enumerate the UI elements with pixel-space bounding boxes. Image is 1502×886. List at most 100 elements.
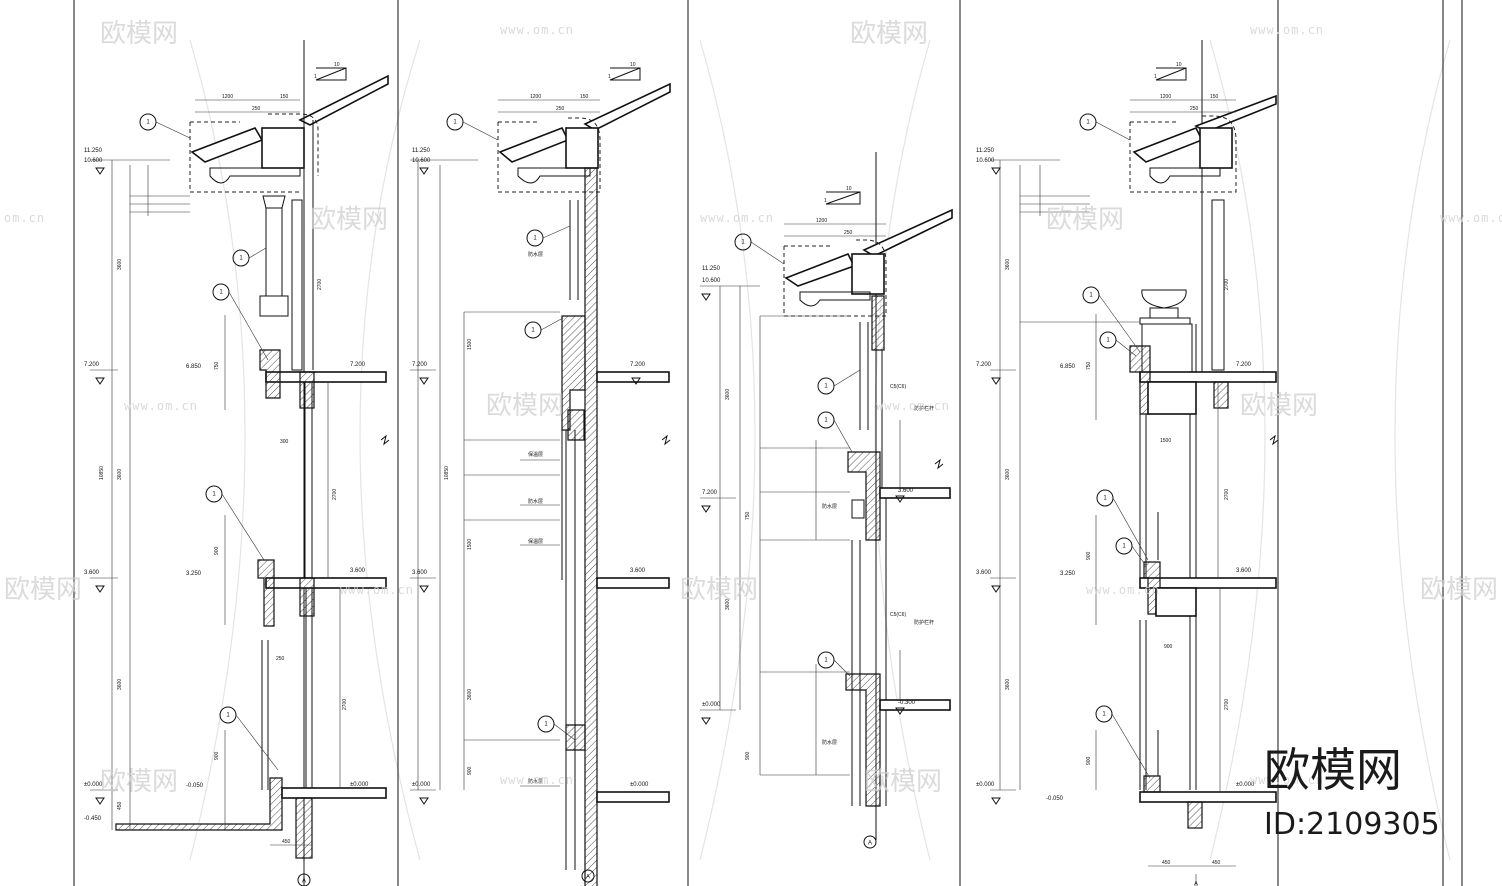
dim-label: 3600: [725, 599, 731, 610]
dim-label: 900: [467, 766, 473, 775]
level-label: -0.450: [84, 816, 102, 822]
level-label: 10.600: [976, 158, 995, 164]
slope-unit: 1: [608, 74, 611, 80]
level-label: 10.600: [412, 158, 431, 164]
dim-label: 2700: [342, 699, 348, 710]
dim-label: 250: [1190, 106, 1199, 112]
watermarks: 欧模网 欧模网 欧模网 欧模网 欧模网 欧模网 欧模网 欧模网 欧模网 欧模网 …: [4, 19, 1502, 842]
dim-label: 2700: [1224, 699, 1230, 710]
dim-label: 450: [1162, 860, 1171, 866]
note-text: 防水层: [528, 251, 543, 258]
note-text: 防护栏杆: [914, 619, 934, 626]
level-label: 7.200: [350, 362, 366, 368]
note-text: C5(C6): [890, 384, 906, 390]
dim-label: 3600: [117, 469, 123, 480]
watermark-brand: 欧模网: [850, 19, 928, 49]
watermark-brand: 欧模网: [310, 205, 388, 235]
watermark-brand: 欧模网: [100, 767, 178, 797]
dim-label: 250: [844, 230, 853, 236]
watermark-url: www.om.cn: [124, 399, 198, 413]
dim-label: 1200: [816, 218, 827, 224]
axis-label: A: [868, 841, 872, 847]
note-text: 防水层: [822, 503, 837, 510]
callout-number: 1: [239, 256, 243, 262]
dim-label: 450: [1212, 860, 1221, 866]
level-label: 3.600: [976, 570, 992, 576]
level-label: ±0.000: [1236, 782, 1255, 788]
callout-number: 1: [1103, 496, 1107, 502]
dim-label: 2700: [1224, 279, 1230, 290]
callout-number: 1: [531, 328, 535, 334]
level-label: 11.250: [412, 148, 431, 154]
callout-number: 1: [1106, 338, 1110, 344]
dim-label: 3600: [117, 679, 123, 690]
level-label: 3.600: [1236, 568, 1252, 574]
callout-number: 1: [212, 492, 216, 498]
dim-label: 1200: [222, 94, 233, 100]
text-labels: 11.250 10.600 7.200 3.600 ±0.000 -0.450 …: [84, 62, 1255, 886]
slope-unit: 1: [824, 198, 827, 204]
dim-label: 300: [280, 439, 289, 445]
section-2: [410, 67, 671, 886]
slope-value: 10: [1176, 62, 1182, 68]
dim-label: 150: [580, 94, 589, 100]
level-label: 3.600: [412, 570, 428, 576]
watermark-brand: 欧模网: [486, 391, 564, 421]
level-label: 7.200: [976, 362, 992, 368]
dim-label: 10850: [444, 466, 450, 480]
dim-label: 1200: [1160, 94, 1171, 100]
dim-label: 250: [276, 656, 285, 662]
sheet-frame-lines: [73, 0, 1463, 886]
note-text: 保温层: [528, 538, 543, 545]
level-label: -0.050: [1046, 796, 1064, 802]
level-label: ±0.000: [976, 782, 995, 788]
dim-label: 3600: [1005, 469, 1011, 480]
level-label: 3.250: [1060, 571, 1076, 577]
dim-label: 900: [214, 546, 220, 555]
watermark-brand: 欧模网: [680, 575, 758, 605]
watermark-url: www.om.cn: [500, 23, 574, 37]
level-label: 6.850: [186, 364, 202, 370]
dim-label: 750: [1086, 361, 1092, 370]
level-label: 3.600: [350, 568, 366, 574]
dim-label: 150: [280, 94, 289, 100]
dim-label: 750: [214, 361, 220, 370]
callout-number: 1: [219, 290, 223, 296]
callout-number: 1: [741, 240, 745, 246]
level-label: 3.600: [898, 488, 914, 494]
dim-label: 450: [117, 801, 123, 810]
level-label: ±0.000: [412, 782, 431, 788]
level-label: 7.200: [630, 362, 646, 368]
dim-label: 900: [1086, 756, 1092, 765]
dim-label: 3600: [1005, 679, 1011, 690]
watermark-arcs: [189, 39, 1451, 861]
watermark-url: www.om.cn: [1250, 23, 1324, 37]
dim-label: 1500: [467, 539, 473, 550]
watermark-brand: 欧模网: [1046, 205, 1124, 235]
model-id: ID:2109305: [1264, 807, 1440, 842]
callout-number: 1: [146, 120, 150, 126]
break-marks: [380, 434, 1279, 470]
axis-label: A: [1194, 882, 1198, 886]
dim-label: 750: [745, 511, 751, 520]
slope-value: 10: [630, 62, 636, 68]
note-text: 防水层: [822, 739, 837, 746]
level-label: 3.600: [630, 568, 646, 574]
level-label: 7.200: [84, 362, 100, 368]
callout-number: 1: [1102, 712, 1106, 718]
dim-label: 2700: [332, 489, 338, 500]
level-label: 7.200: [1236, 362, 1252, 368]
axis-label: A: [302, 879, 306, 885]
section-3: [700, 152, 953, 849]
slope-unit: 1: [1154, 74, 1157, 80]
callout-number: 1: [824, 384, 828, 390]
dim-label: 3600: [725, 389, 731, 400]
level-label: 10.600: [702, 278, 721, 284]
watermark-brand: 欧模网: [4, 575, 82, 605]
callout-number: 1: [533, 236, 537, 242]
callout-number: 1: [824, 658, 828, 664]
watermark-brand: 欧模网: [100, 19, 178, 49]
dim-label: 250: [252, 106, 261, 112]
watermark-url: www.om.cn: [700, 211, 774, 225]
